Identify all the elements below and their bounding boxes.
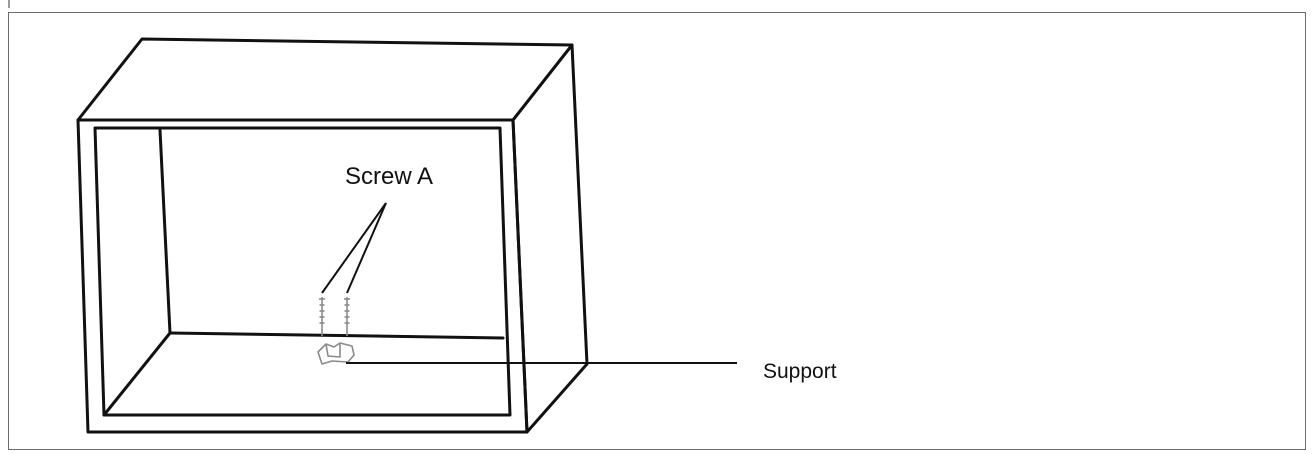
callout-leaders	[321, 202, 737, 364]
screw-a-label: Screw A	[345, 163, 433, 190]
cabinet-right-face	[511, 43, 589, 434]
cabinet-front-outer	[76, 118, 529, 434]
screw-leader-right	[346, 202, 387, 294]
cabinet-box	[76, 37, 589, 434]
cabinet-front-inner	[93, 126, 512, 417]
screw-a-right	[344, 297, 350, 336]
screw-a-pair	[319, 297, 350, 336]
screw-a-left	[319, 297, 325, 336]
cabinet-top-face	[76, 37, 574, 122]
diagram-frame	[8, 12, 1306, 450]
corner-mark	[8, 0, 16, 8]
interior-floor-edge	[102, 331, 172, 417]
interior-back-bottom-edge	[168, 331, 505, 340]
interior-back-left-edge	[158, 128, 172, 335]
screw-leader-left	[321, 202, 387, 294]
support-label: Support	[763, 360, 837, 383]
support-bracket	[317, 342, 355, 365]
